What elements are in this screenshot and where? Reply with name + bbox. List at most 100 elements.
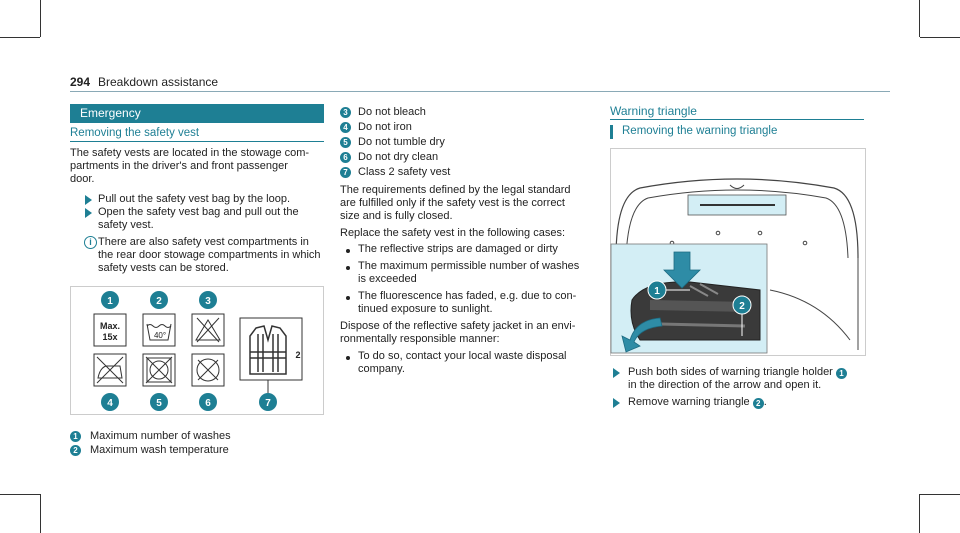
bullet-text: tinued exposure to sunlight. [358,303,493,315]
badge-label: 1 [107,296,113,307]
crop-mark [40,494,41,533]
section-title: Emergency [80,106,141,120]
section-title-warning-triangle: Warning triangle [610,104,697,118]
badge-6: 6 [199,393,217,411]
crop-mark [919,0,920,37]
open-arrow-icon [621,317,663,353]
bullet-text: To do so, contact your local waste dispo… [358,350,567,362]
note-line: There are also safety vest compartments … [98,236,309,248]
badge-2: 2 [150,291,168,309]
replace-intro: Replace the safety vest in the following… [340,227,566,239]
dispose-line: Dispose of the reflective safety jacket … [340,320,576,332]
page-number: 294 [70,75,91,89]
do-not-bleach-icon [191,313,225,347]
badge-5: 5 [150,393,168,411]
subsection-title: Removing the warning triangle [622,125,778,137]
badge-label: 3 [205,296,211,307]
max-washes-label: Max. [100,321,120,331]
inline-badge: 1 [835,368,847,379]
note-line: safety vests can be stored. [98,262,229,274]
badge-3: 3 [199,291,217,309]
bullet-text: The fluorescence has faded, e.g. due to … [358,290,577,302]
crop-mark [920,37,960,38]
intro-line: The safety vests are located in the stow… [70,147,310,159]
figure-badge-1: 1 [647,280,667,300]
step-text: safety vest. [98,219,154,231]
step-arrow-icon [85,208,92,218]
bullet-text: company. [358,363,405,375]
legend-text: Class 2 safety vest [358,166,451,178]
bullet-dot [346,249,350,253]
legend-text: Maximum number of washes [90,430,231,442]
requirements-line: The requirements defined by the legal st… [340,184,571,196]
step-text: Remove warning triangle 2. [628,396,767,410]
step-text: Push both sides of warning triangle hold… [628,366,847,380]
badge-label: 2 [156,296,162,307]
requirements-line: size and is fully closed. [340,210,453,222]
intro-line: door. [70,173,95,185]
legend-text: Do not tumble dry [358,136,445,148]
legend-badge: 3 [340,107,351,118]
legend-text: Do not dry clean [358,151,439,163]
step-arrow-icon [85,195,92,205]
crop-mark [0,494,40,495]
safety-vest-icon [239,317,303,381]
running-header: Breakdown assistance [98,75,219,89]
badge-label: 6 [205,398,211,409]
legend-badge: 7 [340,167,351,178]
step-text: in the direction of the arrow and open i… [628,379,822,391]
requirements-line: are fulfilled only if the safety vest is… [340,197,565,209]
badge-label: 2 [739,301,745,312]
crop-mark [0,37,40,38]
subsection-rule [70,141,324,142]
crop-mark [919,494,920,533]
badge-4: 4 [101,393,119,411]
legend-badge: 1 [70,431,81,442]
step-text-part: Push both sides of warning triangle hold… [628,366,833,378]
legend-badge: 5 [340,137,351,148]
legend-badge: 2 [70,445,81,456]
legend-text: Maximum wash temperature [90,444,229,456]
dispose-line: ronmentally responsible manner: [340,333,500,345]
step-text: Open the safety vest bag and pull out th… [98,206,299,218]
temperature-label: 40° [154,331,166,340]
figure-badge-2: 2 [732,295,752,315]
bullet-text: The maximum permissible number of washes [358,260,580,272]
header-divider [70,91,890,92]
legend-badge: 6 [340,152,351,163]
do-not-dry-clean-icon [191,353,225,387]
wash-temperature-icon [142,313,176,347]
crop-mark [40,0,41,37]
badge-7: 7 [259,393,277,411]
max-washes-icon [93,313,127,347]
bullet-dot [346,356,350,360]
max-washes-count: 15x [102,332,117,342]
badge-label: 4 [107,398,113,409]
bullet-dot [346,266,350,270]
inline-badge: 2 [752,398,764,409]
badge-label: 1 [654,286,660,297]
step-text-part: Remove warning triangle [628,396,750,408]
step-arrow-icon [613,368,620,378]
vest-class-label: 2 [295,350,300,360]
do-not-iron-icon [93,353,127,387]
step-text-part: . [763,396,767,408]
bullet-dot [346,296,350,300]
legend-text: Do not iron [358,121,412,133]
crop-mark [920,494,960,495]
badge-label: 5 [156,398,162,409]
subsection-accent [610,125,613,139]
do-not-tumble-dry-icon [142,353,176,387]
subsection-title: Removing the safety vest [70,127,200,139]
bullet-text: The reflective strips are damaged or dir… [358,243,558,255]
badge-1: 1 [101,291,119,309]
section-bar-emergency: Emergency [70,104,324,123]
badge-label: 7 [265,398,271,409]
bullet-text: is exceeded [358,273,417,285]
intro-line: partments in the driver's and front pass… [70,160,288,172]
section-rule [610,119,864,120]
legend-badge: 4 [340,122,351,133]
step-arrow-icon [613,398,620,408]
note-line: the rear door stowage compartments in wh… [98,249,321,261]
